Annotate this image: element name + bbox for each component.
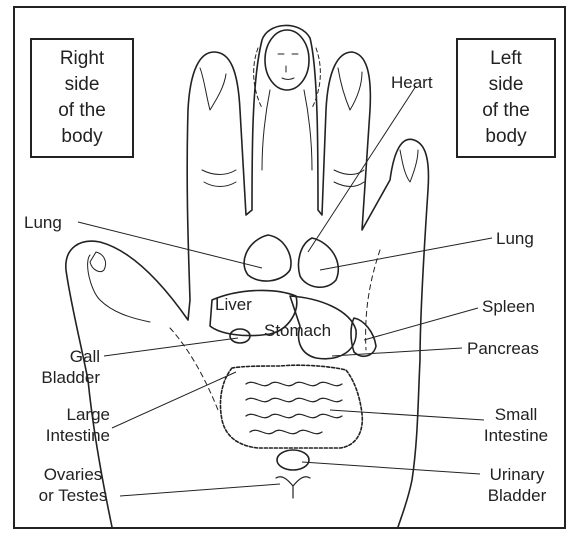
right-side-line-1: Right: [59, 48, 105, 69]
label-lung-right-side: Lung: [24, 213, 62, 232]
label-spleen: Spleen: [482, 297, 535, 316]
large-intestine-line-2: Intestine: [45, 426, 110, 445]
label-stomach: Stomach: [264, 321, 332, 340]
stomach-shape: [289, 295, 357, 360]
label-gall-bladder: Gall Bladder: [28, 346, 100, 388]
pancreas-leader: [331, 347, 463, 357]
lung-left-leader: [319, 237, 493, 271]
large-intestine-leader: [111, 371, 237, 429]
hand-outline: [65, 24, 430, 528]
ovaries-shape: [275, 476, 311, 499]
left-side-line-2: side: [488, 74, 524, 95]
label-heart: Heart: [391, 73, 433, 92]
label-pancreas: Pancreas: [467, 339, 539, 358]
right-side-box: Right side of the body: [30, 38, 134, 158]
ovaries-line-2: or Testes: [38, 486, 108, 505]
gall-bladder-leader: [103, 337, 239, 357]
ovaries-line-1: Ovaries: [43, 465, 103, 484]
ovaries-leader: [119, 483, 281, 497]
small-intestine-leader: [329, 409, 485, 421]
gall-bladder-line-2: Bladder: [41, 368, 100, 387]
label-large-intestine: Large Intestine: [24, 404, 110, 446]
large-intestine-shape: [219, 364, 364, 449]
label-liver: Liver: [215, 295, 252, 314]
urinary-bladder-leader: [301, 461, 481, 475]
right-side-line-4: body: [61, 126, 103, 147]
urinary-bladder-shape: [276, 449, 310, 471]
spleen-shape: [350, 317, 377, 358]
left-side-box: Left side of the body: [456, 38, 556, 158]
lung-right-leader: [77, 221, 263, 269]
left-lung-shape: [297, 237, 339, 288]
small-intestine-line-2: Intestine: [483, 426, 549, 445]
small-intestine-line-1: Small: [494, 405, 538, 424]
spleen-leader: [363, 307, 479, 341]
left-side-line-4: body: [485, 126, 527, 147]
label-urinary-bladder: Urinary Bladder: [478, 464, 556, 506]
gall-bladder-line-1: Gall: [69, 347, 100, 366]
label-lung-left-side: Lung: [496, 229, 534, 248]
right-side-line-3: of the: [58, 100, 106, 121]
left-side-line-3: of the: [482, 100, 530, 121]
right-side-line-2: side: [64, 74, 100, 95]
urinary-bladder-line-2: Bladder: [487, 486, 547, 505]
small-intestine-shape: [245, 381, 343, 435]
gall-bladder-shape: [229, 328, 251, 344]
label-ovaries-testes: Ovaries or Testes: [30, 464, 116, 506]
large-intestine-line-1: Large: [66, 405, 110, 424]
heart-leader: [307, 85, 417, 253]
label-small-intestine: Small Intestine: [474, 404, 558, 446]
right-lung-shape: [243, 234, 292, 282]
left-side-line-1: Left: [490, 48, 522, 69]
urinary-bladder-line-1: Urinary: [489, 465, 545, 484]
